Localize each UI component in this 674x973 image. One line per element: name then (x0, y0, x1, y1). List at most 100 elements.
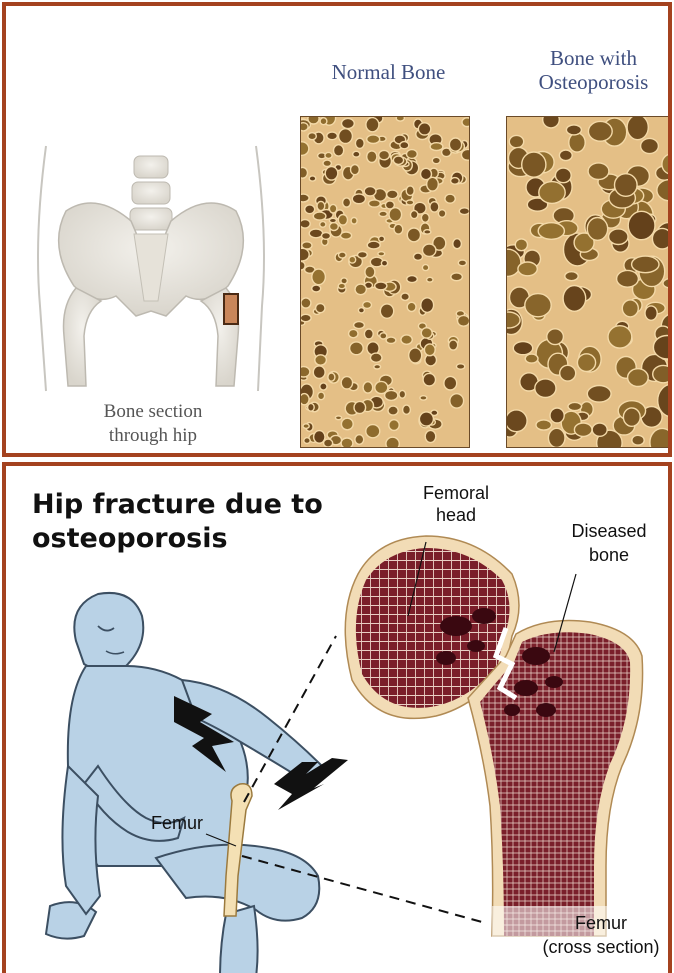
normal-bone-pore (343, 198, 351, 207)
normal-bone-pore (420, 396, 427, 400)
normal-bone-pore (407, 302, 416, 311)
osteoporosis-bone-pore (632, 435, 644, 445)
normal-bone-pore (308, 403, 315, 411)
normal-bone-pore (364, 329, 373, 339)
normal-bone-pore (335, 416, 341, 420)
normal-bone-pore (401, 293, 409, 300)
osteoporosis-bone-pore (588, 163, 609, 180)
normal-bone-pore (325, 152, 332, 158)
normal-bone-pore (339, 129, 353, 144)
osteoporosis-bone-pore (627, 117, 648, 140)
normal-bone-pore (301, 220, 310, 229)
spine (130, 156, 172, 230)
normal-bone-pore (358, 252, 368, 259)
normal-bone-pore (349, 329, 358, 337)
osteoporosis-label-line1: Bone with (506, 46, 672, 70)
normal-bone-pore (325, 167, 338, 181)
normal-bone-pore (341, 377, 352, 389)
diseased-bone-label-line1: Diseased (554, 520, 664, 542)
osteoporosis-bone-pore (587, 218, 607, 241)
osteoporosis-bone-pore (577, 354, 595, 372)
normal-bone-pore (312, 269, 326, 285)
osteoporosis-bone-pore (548, 428, 565, 447)
femoral-head-label-line2: head (411, 504, 501, 526)
normal-bone-pore (349, 256, 356, 263)
normal-bone-pore (339, 252, 347, 258)
osteoporosis-bone-pore (632, 256, 659, 273)
normal-bone-pore (317, 201, 325, 210)
femur-cross-section-label-line2: (cross section) (536, 936, 666, 958)
normal-bone-pore (301, 194, 309, 202)
normal-bone-pore (445, 194, 455, 203)
normal-bone-pore (358, 308, 364, 313)
normal-bone-pore (342, 118, 355, 128)
bottom-panel: Hip fracture due to osteoporosis (2, 462, 672, 973)
normal-bone-pore (459, 208, 469, 215)
osteoporosis-bone-pore (566, 125, 581, 135)
normal-bone-pore (389, 420, 399, 431)
normal-bone-pore (309, 176, 316, 181)
normal-bone-pore (330, 223, 339, 231)
normal-bone-pore (386, 437, 399, 447)
normal-bone-pore (421, 328, 432, 338)
normal-bone-pore (425, 430, 436, 442)
normal-bone-pore (414, 253, 423, 260)
normal-bone-pore (324, 439, 333, 447)
osteoporosis-bone-pore (518, 262, 537, 276)
normal-bone-pore (450, 394, 464, 408)
normal-bone-pore (393, 156, 403, 164)
osteoporosis-bone-pore (615, 174, 638, 197)
normal-bone-texture (301, 117, 469, 447)
normal-bone-pore (375, 282, 387, 290)
normal-bone-pore (422, 265, 428, 271)
normal-bone-pore (301, 142, 309, 156)
normal-bone-pore (379, 236, 385, 242)
normal-bone-pore (341, 418, 353, 430)
osteoporosis-bone-pore (522, 152, 546, 177)
osteoporosis-bone-pore (550, 408, 564, 423)
normal-bone-pore (301, 123, 308, 131)
normal-bone-pore (367, 151, 377, 163)
osteoporosis-bone-pore (536, 420, 551, 430)
normal-bone-pore (301, 367, 310, 377)
osteoporosis-label-line2: Osteoporosis (506, 70, 672, 94)
caption-line2: through hip (58, 424, 248, 448)
normal-bone-pore (308, 133, 316, 140)
osteoporosis-bone-pore (645, 306, 657, 320)
normal-bone-pore (338, 215, 347, 226)
normal-bone-pore (366, 118, 379, 132)
femoral-head-label-line1: Femoral (411, 482, 501, 504)
osteoporosis-bone-pore (592, 423, 607, 436)
osteoporosis-bone-sample (506, 116, 672, 448)
normal-bone-pore (389, 208, 402, 222)
normal-bone-pore (407, 228, 420, 242)
osteoporosis-bone-texture (507, 117, 672, 447)
normal-bone-pore (338, 283, 345, 288)
normal-bone-pore (341, 438, 353, 447)
normal-bone-pore (318, 392, 325, 400)
normal-bone-pore (409, 348, 422, 363)
osteoporosis-bone-pore (628, 211, 655, 239)
normal-bone-pore (381, 260, 387, 266)
osteoporosis-bone-pore (539, 182, 565, 204)
normal-bone-pore (387, 190, 398, 199)
osteoporosis-bone-pore (588, 121, 612, 141)
normal-bone-pore (320, 118, 327, 125)
osteoporosis-bone-pore (538, 223, 564, 240)
normal-bone-pore (388, 406, 398, 415)
normal-bone-pore (421, 213, 429, 222)
normal-bone-pore (301, 314, 311, 321)
normal-bone-pore (304, 438, 310, 444)
osteoporosis-bone-pore (525, 294, 551, 317)
normal-bone-pore (407, 276, 418, 283)
normal-bone-pore (354, 401, 366, 413)
normal-bone-pore (379, 211, 387, 216)
normal-bone-pore (379, 150, 390, 159)
normal-bone-label: Normal Bone (301, 60, 476, 84)
top-panel: Normal Bone Bone with Osteoporosis Bone … (2, 2, 672, 457)
normal-bone-pore (386, 337, 396, 343)
normal-bone-pore (351, 165, 360, 175)
normal-bone-pore (430, 202, 439, 212)
normal-bone-pore (355, 435, 364, 445)
normal-bone-pore (401, 335, 412, 344)
